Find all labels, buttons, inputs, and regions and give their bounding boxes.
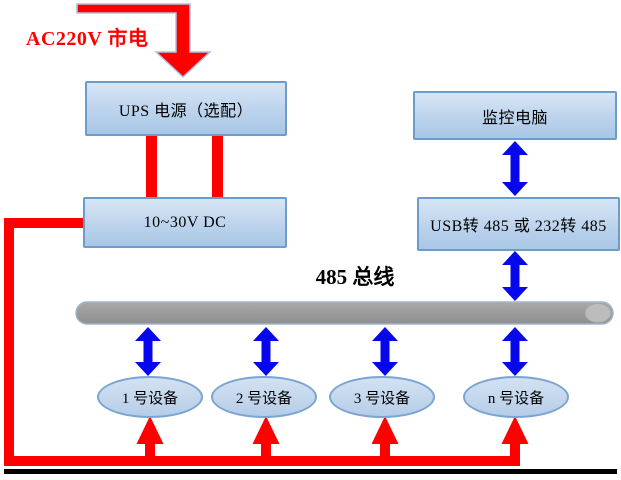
bus-device-3-data-arrow [372,327,398,376]
node-monitor-pc-label: 监控电脑 [481,109,548,127]
device-node-1: 1 号设备 [97,376,203,418]
bus-device-n-data-arrow [502,327,528,376]
pc-converter-data-arrow [502,141,528,196]
node-485-converter: USB转 485 或 232转 485 [417,197,620,251]
device-2-power-arrowhead [252,416,280,444]
device-3-power-arrowhead [371,416,399,444]
device-node-n: n 号设备 [463,376,569,418]
device-1-power-arrowhead [136,416,164,444]
node-ups-power-label: UPS 电源（选配） [118,102,254,120]
device-node-2: 2 号设备 [211,376,317,418]
device-node-1-label: 1 号设备 [121,390,179,407]
node-dc-power: 10~30V DC [83,197,287,248]
ups-dc-power-line-right [212,134,223,198]
node-dc-power-label: 10~30V DC [143,213,227,231]
bus-bar [75,301,614,325]
ac-power-arrow [76,3,212,79]
ups-dc-power-line-left [146,134,157,198]
device-node-2-label: 2 号设备 [235,390,293,407]
ac-mains-label: AC220V 市电 [26,28,149,50]
device-node-3: 3 号设备 [329,376,435,418]
bus-bar-end-cap [584,303,612,323]
device-node-3-label: 3 号设备 [353,390,411,407]
device-n-power-arrowhead [501,416,529,444]
bus-device-2-data-arrow [253,327,279,376]
converter-bus-data-arrow [502,251,528,301]
node-ups-power: UPS 电源（选配） [85,81,287,136]
dc-power-rail [4,218,520,466]
node-monitor-pc: 监控电脑 [413,91,617,140]
baseline [4,469,617,474]
bus-device-1-data-arrow [135,327,161,376]
device-node-n-label: n 号设备 [487,390,545,407]
node-485-converter-label: USB转 485 或 232转 485 [430,218,607,235]
bus-title: 485 总线 [315,265,395,289]
